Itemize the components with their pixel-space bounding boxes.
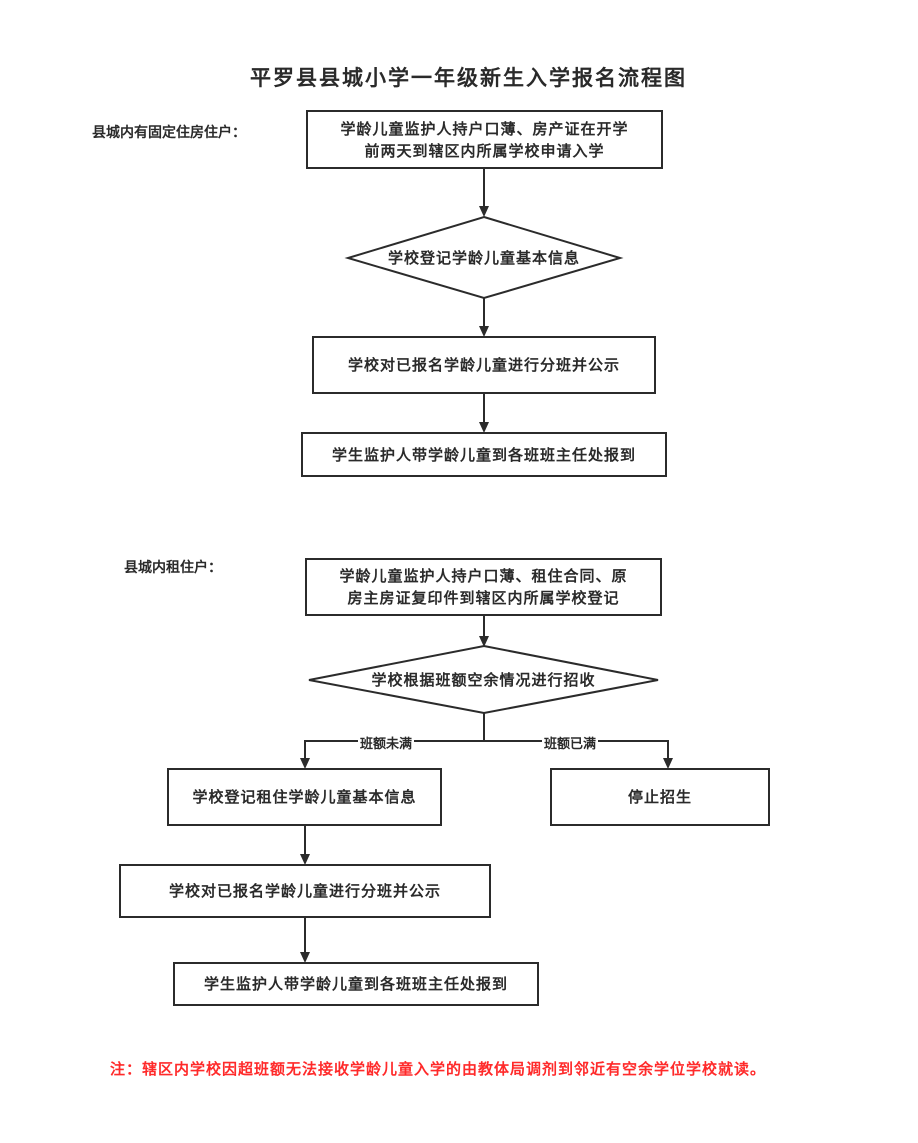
footnote: 注：辖区内学校因超班额无法接收学龄儿童入学的由教体局调剂到邻近有空余学位学校就读… [110,1060,767,1078]
arrowhead [300,854,310,865]
step-fixed-apply-line1: 学龄儿童监护人持户口薄、房产证在开学 [340,119,629,138]
step-fixed-report: 学生监护人带学龄儿童到各班班主任处报到 [331,445,636,464]
branch-label-full: 班额已满 [542,733,599,752]
step-fixed-assign: 学校对已报名学龄儿童进行分班并公示 [347,356,620,374]
step-rent-decision: 学校根据班额空余情况进行招收 [371,670,596,689]
box-fixed-apply [306,110,663,169]
arrowhead [300,758,310,769]
arrowhead [663,758,673,769]
step-rent-assign: 学校对已报名学龄儿童进行分班并公示 [168,882,441,900]
section-label-fixed-housing: 县城内有固定住房住户： [92,125,246,141]
page-title: 平罗县县城小学一年级新生入学报名流程图 [250,66,687,90]
step-rent-report: 学生监护人带学龄儿童到各班班主任处报到 [203,975,508,993]
arrowhead [479,636,489,647]
arrowhead [300,952,310,963]
step-fixed-apply-line2: 前两天到辖区内所属学校申请入学 [364,141,605,160]
box-rent-register [167,768,442,826]
box-rent-report [173,962,539,1006]
box-rent-assign [119,864,491,918]
box-rent-stop [550,768,770,826]
arrowhead [479,422,489,433]
step-rent-register: 学校登记租住学龄儿童基本信息 [192,788,417,806]
step-rent-stop: 停止招生 [627,788,692,806]
section-label-renters: 县城内租住户： [124,560,222,576]
step-rent-apply-line2: 房主房证复印件到辖区内所属学校登记 [347,589,620,607]
box-rent-apply [305,558,662,616]
step-fixed-apply: 学龄儿童监护人持户口薄、房产证在开学 前两天到辖区内所属学校申请入学 [307,111,662,168]
box-fixed-report [301,432,667,477]
step-rent-apply-line1: 学龄儿童监护人持户口薄、租住合同、原 [339,567,628,585]
branch-label-not-full: 班额未满 [358,733,415,752]
arrowhead [479,326,489,337]
arrowhead [479,206,489,217]
step-fixed-register: 学校登记学龄儿童基本信息 [387,248,580,267]
step-rent-apply: 学龄儿童监护人持户口薄、租住合同、原 房主房证复印件到辖区内所属学校登记 [306,559,661,615]
